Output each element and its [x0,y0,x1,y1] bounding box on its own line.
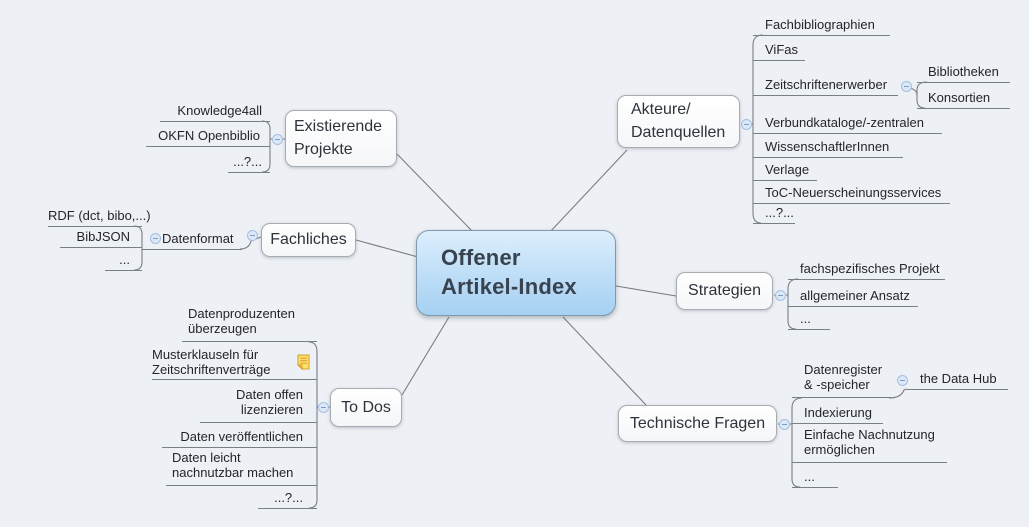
branch-strategien[interactable]: Strategien [676,272,773,310]
topic-datenregister-speicher[interactable]: Datenregister & -speicher [792,360,891,398]
topic-datenformat[interactable]: Datenformat [142,229,242,250]
topic-technische-more[interactable]: ... [792,467,838,488]
collapse-icon-zeitschriftenerwerber[interactable] [901,81,912,92]
collapse-icon-to-dos[interactable] [318,402,329,413]
topic-musterklauseln-label: Musterklauseln für Zeitschriftenverträge [152,347,271,377]
collapse-icon-datenregister[interactable] [897,375,908,386]
topic-fachspezifisches-projekt[interactable]: fachspezifisches Projekt [788,259,945,280]
collapse-icon-existierende[interactable] [272,134,283,145]
collapse-icon-datenformat[interactable] [150,233,161,244]
topic-datenformat-more[interactable]: ... [105,250,142,271]
topic-toc-services[interactable]: ToC-Neuerscheinungsservices [753,183,950,204]
topic-todos-more[interactable]: ...?... [258,488,317,509]
topic-bibliotheken[interactable]: Bibliotheken [917,62,1010,83]
topic-zeitschriftenerwerber[interactable]: Zeitschriftenerwerber [753,75,898,96]
topic-einfache-nachnutzung[interactable]: Einfache Nachnutzung ermöglichen [792,427,947,463]
topic-musterklauseln[interactable]: Musterklauseln für Zeitschriftenverträge [152,345,317,380]
topic-daten-veroeffentlichen[interactable]: Daten veröffentlichen [162,427,317,448]
central-topic[interactable]: Offener Artikel-Index [416,230,616,316]
collapse-icon-akteure[interactable] [741,119,752,130]
topic-vifas[interactable]: ViFas [753,40,805,61]
topic-indexierung[interactable]: Indexierung [792,403,883,424]
topic-knowledge4all[interactable]: Knowledge4all [160,101,270,122]
branch-akteure-datenquellen[interactable]: Akteure/ Datenquellen [617,95,740,148]
collapse-icon-fachliches[interactable] [247,230,258,241]
topic-akteure-more[interactable]: ...?... [753,203,795,224]
topic-fachbibliographien[interactable]: Fachbibliographien [753,15,890,36]
topic-strategien-more[interactable]: ... [788,309,830,330]
note-icon[interactable] [297,354,310,370]
topic-daten-leicht-nachnutzbar[interactable]: Daten leicht nachnutzbar machen [166,449,317,486]
topic-allgemeiner-ansatz[interactable]: allgemeiner Ansatz [788,286,918,307]
topic-verlage[interactable]: Verlage [753,160,817,181]
branch-fachliches[interactable]: Fachliches [261,223,356,257]
topic-existierende-more[interactable]: ...?... [228,152,270,173]
topic-datenproduzenten-ueberzeugen[interactable]: Datenproduzenten überzeugen [182,306,317,342]
branch-technische-fragen[interactable]: Technische Fragen [618,405,777,442]
collapse-icon-strategien[interactable] [775,290,786,301]
topic-bibjson[interactable]: BibJSON [60,227,142,248]
topic-wissenschaftlerinnen[interactable]: WissenschaftlerInnen [753,137,903,158]
topic-konsortien[interactable]: Konsortien [917,88,1010,109]
branch-to-dos[interactable]: To Dos [330,388,402,427]
collapse-icon-technische[interactable] [779,419,790,430]
topic-rdf[interactable]: RDF (dct, bibo,...) [48,206,151,227]
topic-verbundkataloge[interactable]: Verbundkataloge/-zentralen [753,113,942,134]
topic-okfn-openbiblio[interactable]: OKFN Openbiblio [146,126,270,147]
topic-the-data-hub[interactable]: the Data Hub [907,369,1008,390]
topic-daten-offen-lizenzieren[interactable]: Daten offen lizenzieren [200,385,317,423]
branch-existierende-projekte[interactable]: Existierende Projekte [285,110,397,167]
